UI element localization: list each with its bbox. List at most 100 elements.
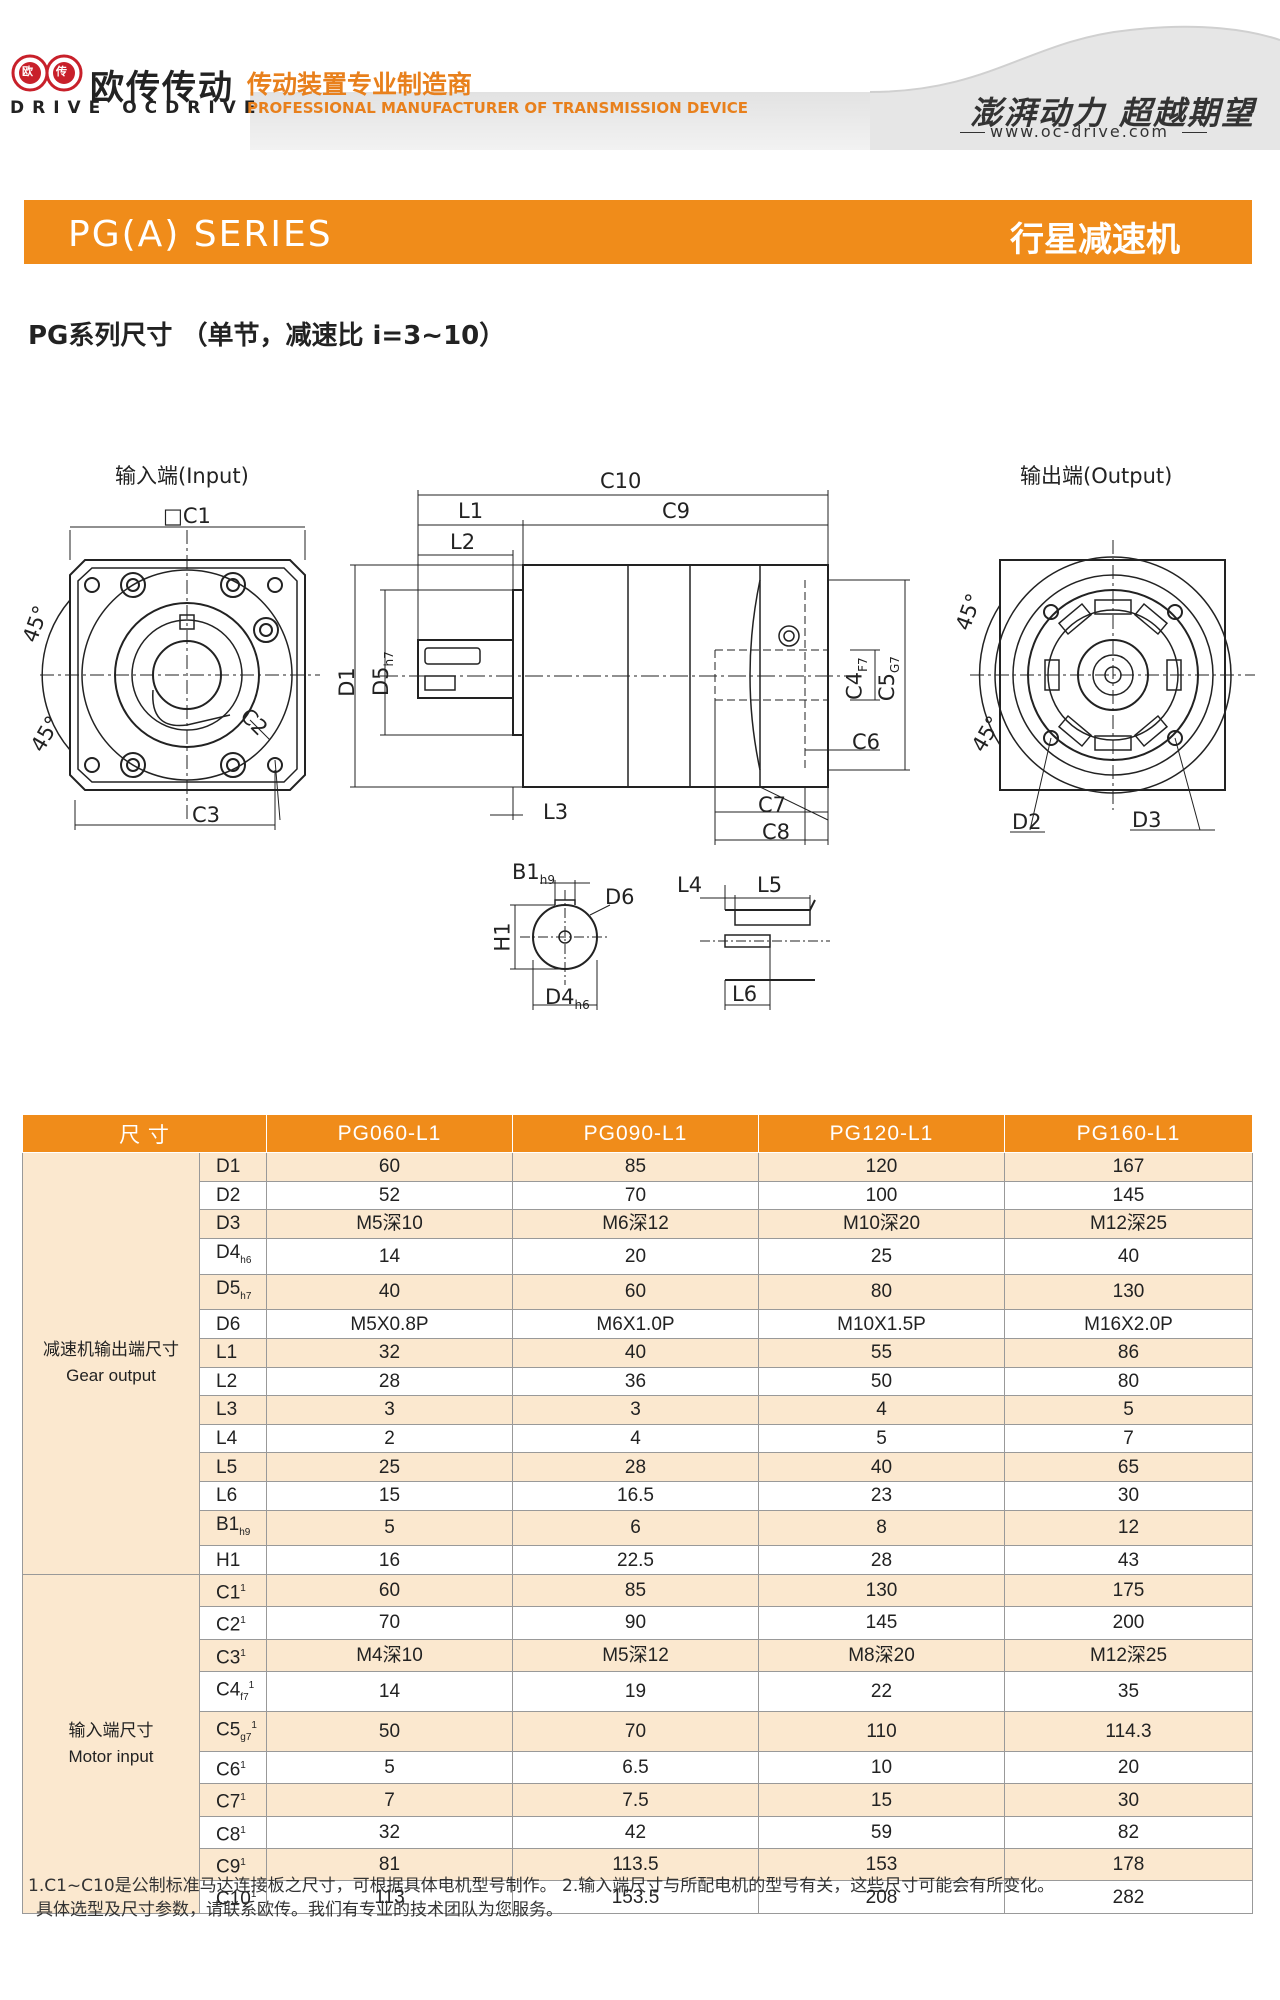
value-cell: 15 [758,1783,1005,1817]
value-cell: 28 [266,1366,513,1397]
value-cell: 35 [1004,1670,1253,1713]
value-cell: M5X0.8P [266,1309,513,1339]
value-cell: 2 [266,1423,513,1454]
value-cell: 16 [266,1545,513,1575]
param-cell: C21 [199,1606,267,1640]
param-name: C5 [216,1719,241,1741]
param-name: L6 [216,1485,238,1507]
value-cell: 70 [512,1180,759,1211]
value-cell: 16.5 [512,1480,759,1511]
param-name: B1 [216,1513,240,1535]
param-cell: L6 [199,1480,267,1511]
value-cell: 282 [1004,1880,1253,1914]
param-cell: L1 [199,1337,267,1368]
dim-label-L6: L6 [732,982,758,1006]
value-cell: 40 [1004,1237,1253,1275]
value-cell: 100 [758,1180,1005,1211]
value-cell: 82 [1004,1815,1253,1850]
param-tolerance: f7 [240,1692,249,1704]
value-cell: 20 [1004,1751,1253,1785]
website-link[interactable]: www.oc-drive.com [990,122,1169,141]
param-cell: L4 [199,1423,267,1454]
value-cell: 12 [1004,1509,1253,1547]
value-cell: 85 [512,1152,759,1182]
output-end-view [970,540,1255,833]
value-cell: 113.5 [512,1848,759,1882]
value-cell: M16X2.0P [1004,1309,1253,1339]
divider [1182,132,1207,133]
value-cell: 43 [1004,1545,1253,1575]
value-cell: 60 [266,1152,513,1182]
value-cell: 60 [512,1273,759,1311]
value-cell: 30 [1004,1480,1253,1511]
value-cell: 25 [266,1452,513,1482]
param-cell: L2 [199,1366,267,1397]
param-name: C2 [216,1614,241,1636]
value-cell: 10 [758,1751,1005,1785]
value-cell: M12深25 [1004,1638,1253,1672]
dimension-table: 尺 寸 PG060-L1 PG090-L1 PG120-L1 PG160-L1 … [22,1114,1253,1914]
dim-label-D3: D3 [1132,808,1162,832]
value-cell: 32 [266,1337,513,1368]
param-cell: D4h6 [199,1237,267,1275]
dim-label-C3: C3 [192,803,221,827]
logo-badge-left: 欧 [22,65,33,78]
value-cell: 40 [758,1452,1005,1482]
param-tolerance: h9 [239,1526,251,1538]
value-cell: M5深10 [266,1209,513,1239]
param-footnote-mark: 1 [240,1582,246,1594]
value-cell: M8深20 [758,1638,1005,1672]
param-cell: D3 [199,1209,267,1239]
value-cell: 25 [758,1237,1005,1275]
param-name: H1 [216,1549,241,1571]
value-cell: 19 [512,1670,759,1713]
technical-drawing [40,490,1255,1010]
value-cell: 208 [758,1880,1005,1914]
logo-name: 欧传传动 [90,68,234,108]
value-cell: 52 [266,1180,513,1211]
dim-label-C7: C7 [758,793,787,817]
value-cell: 8 [758,1509,1005,1547]
param-cell: C91 [199,1848,267,1882]
param-footnote-mark: 1 [240,1615,246,1627]
footnote-1: 1.C1~C10是公制标准马达连接板之尺寸，可根据具体电机型号制作。 2.输入端… [28,1876,1055,1896]
group-label-cn: 输入端尺寸 [68,1720,154,1740]
value-cell: 14 [266,1670,513,1713]
value-cell: 5 [266,1751,513,1785]
value-cell: 22.5 [512,1545,759,1575]
value-cell: 30 [1004,1783,1253,1817]
table-header-model: PG060-L1 [266,1114,513,1153]
value-cell: 85 [512,1573,759,1608]
param-name: D5 [216,1277,241,1299]
table-header-label: 尺 寸 [22,1114,267,1153]
dim-label-L3: L3 [543,800,569,824]
logo-subtitle: DRIVE OCDRIVE [10,98,264,118]
param-tolerance: g7 [240,1732,252,1744]
value-cell: 5 [266,1509,513,1547]
dim-label-C10: C10 [600,469,642,493]
value-cell: M6X1.0P [512,1309,759,1339]
value-cell: 110 [758,1711,1005,1753]
value-cell: 86 [1004,1337,1253,1368]
value-cell: 3 [266,1395,513,1425]
param-cell: C71 [199,1783,267,1817]
table-header-model: PG160-L1 [1004,1114,1253,1153]
param-name: L1 [216,1342,238,1364]
param-tolerance: h6 [240,1254,252,1266]
value-cell: M5深12 [512,1638,759,1672]
dim-label-L1: L1 [458,499,484,523]
input-end-view [40,526,320,830]
value-cell: 40 [512,1337,759,1368]
